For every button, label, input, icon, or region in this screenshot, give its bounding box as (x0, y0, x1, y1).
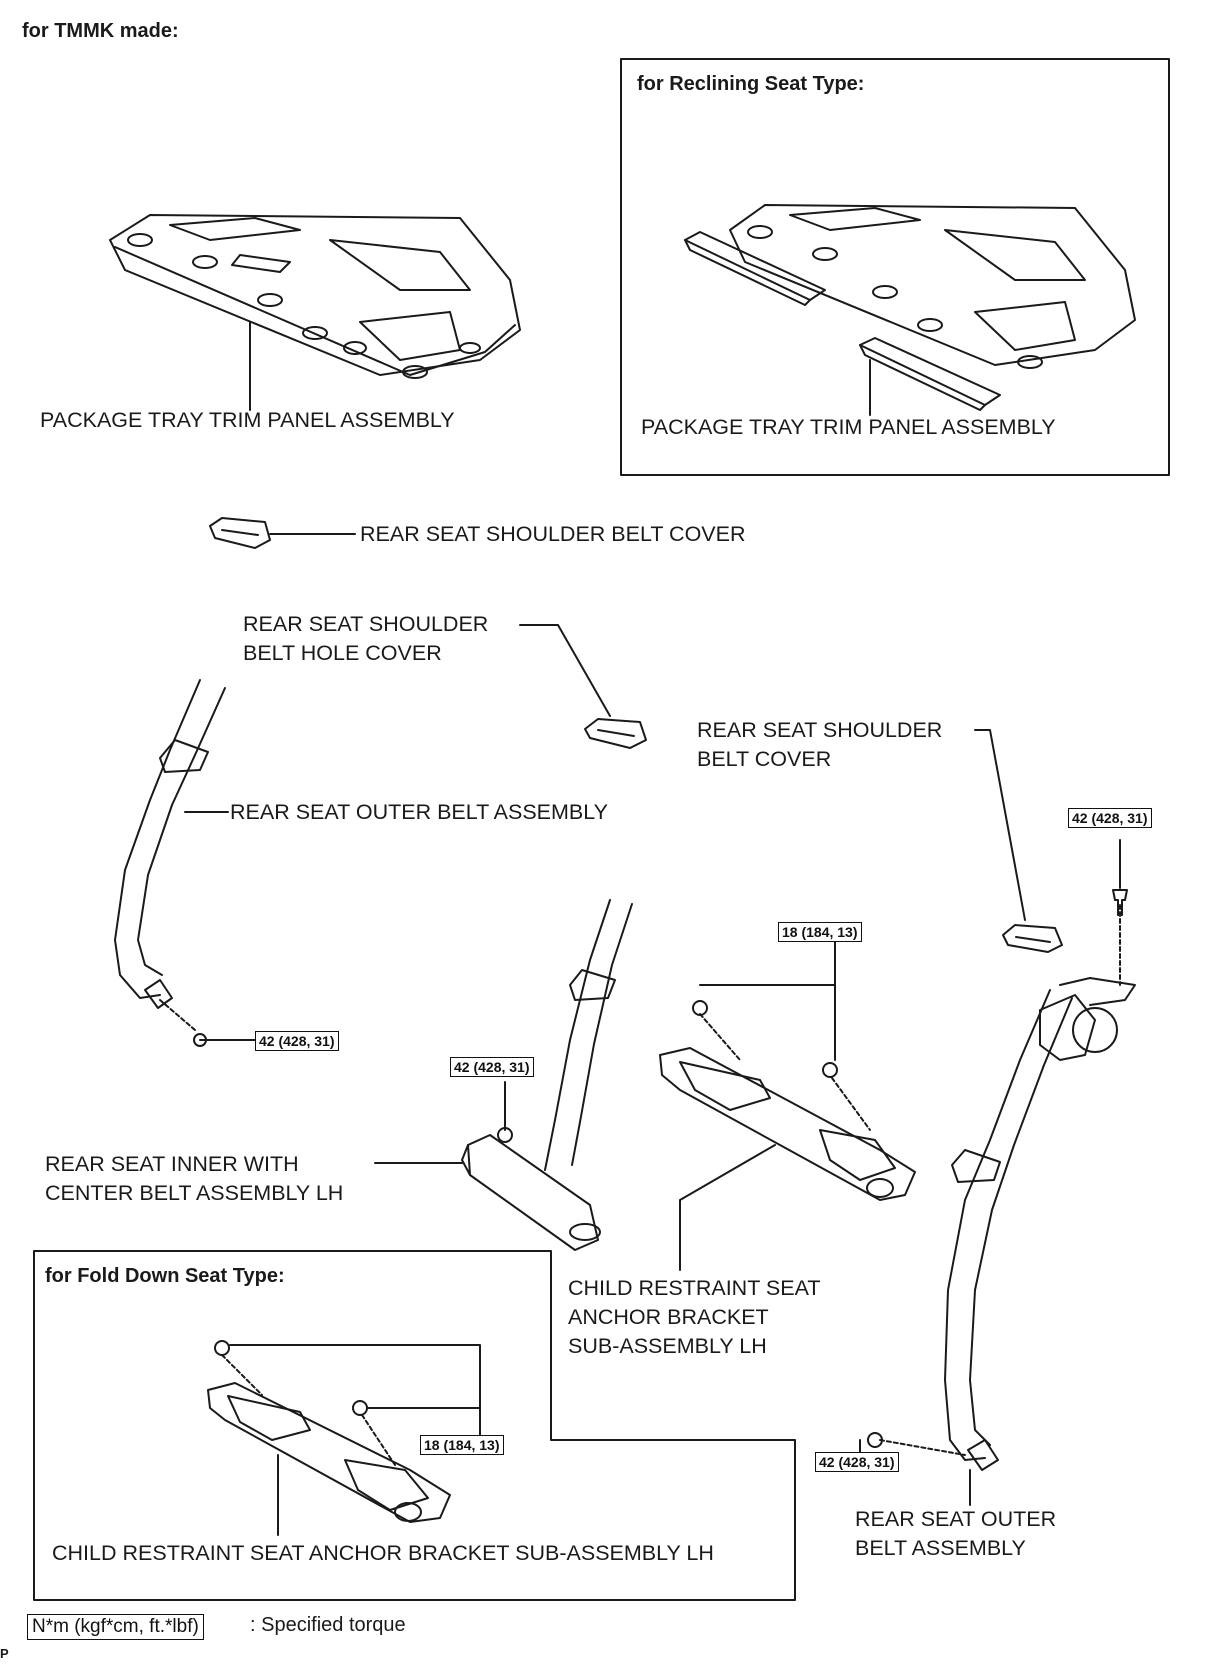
child-anchor-bracket-label: CHILD RESTRAINT SEAT ANCHOR BRACKET SUB-… (568, 1276, 821, 1358)
legend-unit-box: N*m (kgf*cm, ft.*lbf) (27, 1614, 204, 1640)
bolt-outer-left (193, 1033, 207, 1047)
torque-bracket-nuts: 18 (184, 13) (778, 922, 862, 942)
fold-down-inset-title: for Fold Down Seat Type: (45, 1265, 285, 1287)
nut-fold-down-1 (214, 1340, 230, 1356)
outer-belt-right-drawing (944, 977, 1136, 1471)
torque-outer-left: 42 (428, 31) (255, 1031, 339, 1051)
inner-center-belt-label: REAR SEAT INNER WITH CENTER BELT ASSEMBL… (45, 1152, 344, 1205)
shoulder-belt-hole-cover-label: REAR SEAT SHOULDER BELT HOLE COVER (243, 612, 489, 665)
package-tray-label: PACKAGE TRAY TRIM PANEL ASSEMBLY (40, 408, 455, 432)
shoulder-belt-cover-right-label: REAR SEAT SHOULDER BELT COVER (697, 718, 943, 771)
torque-right-upper: 42 (428, 31) (1068, 808, 1152, 828)
leader-fold-down-nuts (229, 1344, 481, 1436)
nut-bracket-2 (822, 1062, 838, 1078)
child-anchor-bracket-drawing (659, 1047, 916, 1201)
reclining-inset-title: for Reclining Seat Type: (637, 73, 865, 95)
footer-mark: P (0, 1646, 9, 1661)
package-tray-panel-drawing (109, 214, 521, 379)
fold-down-bracket-label: CHILD RESTRAINT SEAT ANCHOR BRACKET SUB-… (52, 1541, 714, 1565)
page-title: for TMMK made: (22, 20, 179, 42)
bolt-inner (497, 1127, 513, 1143)
shoulder-belt-cover-top-drawing (209, 517, 271, 549)
leader-hole-cover (519, 624, 611, 717)
shoulder-belt-cover-right-drawing (1002, 924, 1063, 953)
inner-center-belt-drawing (461, 899, 633, 1251)
bolt-right-upper (1112, 889, 1128, 916)
nut-bracket-1 (692, 1000, 708, 1016)
torque-inner: 42 (428, 31) (450, 1057, 534, 1077)
shoulder-belt-hole-cover-drawing (584, 718, 647, 749)
legend-description: : Specified torque (250, 1614, 406, 1636)
shoulder-belt-cover-top-label: REAR SEAT SHOULDER BELT COVER (360, 522, 746, 546)
fold-down-bracket-drawing (207, 1382, 451, 1523)
torque-right-lower: 42 (428, 31) (815, 1452, 899, 1472)
leader-bracket-nuts (699, 984, 836, 1061)
outer-belt-right-label: REAR SEAT OUTER BELT ASSEMBLY (855, 1507, 1057, 1560)
outer-belt-left-label: REAR SEAT OUTER BELT ASSEMBLY (230, 800, 608, 824)
outer-belt-left-drawing (114, 679, 226, 1009)
reclining-tray-label: PACKAGE TRAY TRIM PANEL ASSEMBLY (641, 415, 1056, 439)
nut-fold-down-2 (352, 1400, 368, 1416)
bolt-right-lower (867, 1432, 883, 1448)
leader-shoulder-belt-cover-right (974, 729, 1026, 921)
torque-fold-down: 18 (184, 13) (420, 1435, 504, 1455)
reclining-inset-frame (620, 58, 1170, 476)
reclining-tray-panel-drawing (684, 204, 1136, 411)
fold-down-inset-frame (33, 1250, 796, 1601)
leader-child-anchor-bracket (679, 1144, 776, 1271)
